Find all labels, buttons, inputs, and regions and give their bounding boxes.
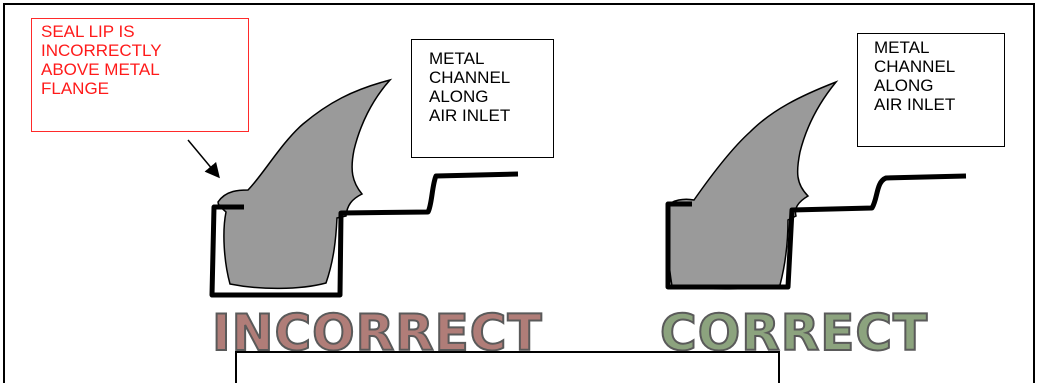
note-line-2: CHANNEL xyxy=(874,57,956,76)
seal-profile-incorrect xyxy=(217,78,393,290)
callout-arrow xyxy=(187,139,220,179)
correct-label: CORRECT xyxy=(659,304,929,362)
note-line-3: ALONG xyxy=(429,87,489,106)
seal-profile-correct xyxy=(666,80,839,290)
note-line-3: ALONG xyxy=(874,76,934,95)
callout-line-3: ABOVE METAL xyxy=(41,60,160,79)
incorrect-label: INCORRECT xyxy=(211,304,543,362)
metal-channel-incorrect xyxy=(209,171,519,298)
note-line-4: AIR INLET xyxy=(874,95,956,114)
metal-channel-note-correct: METAL CHANNEL ALONG AIR INLET xyxy=(857,33,1005,147)
note-line-1: METAL xyxy=(874,38,930,57)
metal-channel-correct xyxy=(665,173,967,290)
metal-channel-note-incorrect: METAL CHANNEL ALONG AIR INLET xyxy=(411,39,554,158)
note-line-4: AIR INLET xyxy=(429,106,511,125)
note-line-2: CHANNEL xyxy=(429,68,511,87)
diagram-frame xyxy=(3,3,1035,383)
callout-line-1: SEAL LIP IS xyxy=(41,22,135,41)
seal-lip-callout: SEAL LIP IS INCORRECTLY ABOVE METAL FLAN… xyxy=(31,18,249,132)
note-line-1: METAL xyxy=(429,49,485,68)
callout-line-4: FLANGE xyxy=(41,79,110,98)
caption-box xyxy=(235,351,780,383)
callout-line-2: INCORRECTLY xyxy=(41,41,162,60)
